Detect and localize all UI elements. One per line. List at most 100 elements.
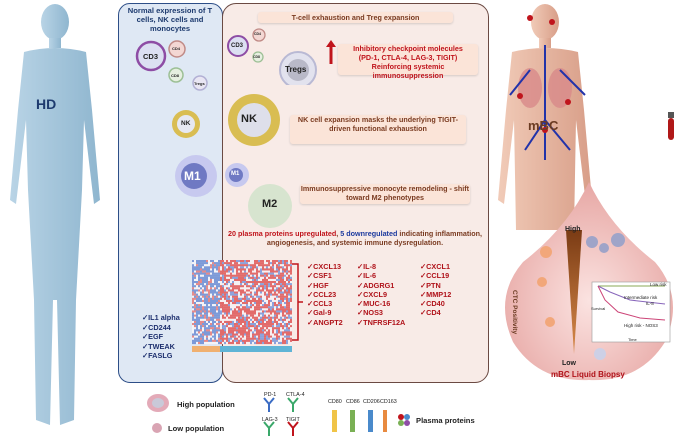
- heatmap-cell: [224, 327, 227, 330]
- heatmap-cell: [250, 272, 253, 275]
- heatmap-cell: [286, 283, 289, 286]
- heatmap-cell: [278, 266, 281, 269]
- heatmap-cell: [274, 329, 277, 332]
- heatmap-cell: [226, 274, 229, 277]
- heatmap-cell: [244, 287, 247, 290]
- heatmap-cell: [262, 314, 265, 317]
- liquid-biopsy-drop: [505, 182, 673, 381]
- heatmap-cell: [272, 276, 275, 279]
- heatmap-cell: [202, 325, 205, 328]
- heatmap-cell: [252, 285, 255, 288]
- heatmap-cell: [254, 266, 257, 269]
- heatmap-cell: [290, 333, 292, 336]
- heatmap-cell: [218, 297, 221, 300]
- heatmap-cell: [242, 341, 245, 345]
- heatmap-cell: [270, 264, 273, 267]
- heatmap-cell: [278, 264, 281, 267]
- heatmap-cell: [226, 302, 229, 305]
- heatmap-cell: [236, 291, 239, 294]
- heatmap-cell: [282, 285, 285, 288]
- heatmap-cell: [226, 293, 229, 296]
- heatmap-cell: [290, 299, 292, 303]
- heatmap-cell: [272, 274, 275, 277]
- heatmap-cell: [284, 314, 287, 317]
- heatmap-cell: [286, 285, 289, 288]
- heatmap-cell: [196, 312, 199, 315]
- heatmap-cell: [240, 314, 243, 317]
- heatmap-cell: [260, 341, 263, 345]
- heatmap-cell: [280, 333, 283, 336]
- heatmap-cell: [290, 278, 292, 282]
- heatmap-cell: [254, 308, 257, 311]
- heatmap-cell: [274, 264, 277, 267]
- heatmap-cell: [288, 262, 291, 265]
- heatmap-cell: [244, 316, 247, 319]
- heatmap-cell: [204, 310, 207, 313]
- heatmap-cell: [288, 323, 291, 326]
- heatmap-cell: [234, 333, 237, 336]
- heatmap-cell: [284, 329, 287, 332]
- heatmap-cell: [256, 270, 259, 273]
- heatmap-cell: [272, 329, 275, 332]
- heatmap-cell: [214, 308, 217, 311]
- heatmap-cell: [268, 314, 271, 317]
- heatmap-cell: [272, 264, 275, 267]
- heatmap-cell: [248, 268, 251, 271]
- heatmap-cell: [200, 264, 203, 267]
- heatmap-cell: [198, 333, 201, 336]
- heatmap-cell: [252, 335, 255, 338]
- heatmap-cell: [286, 329, 289, 332]
- heatmap-cell: [244, 285, 247, 288]
- heatmap-cell: [236, 264, 239, 267]
- heatmap-cell: [208, 260, 211, 263]
- heatmap-cell: [242, 323, 245, 326]
- heatmap-cell: [206, 283, 209, 286]
- hd-m1-cell: [175, 155, 217, 197]
- heatmap-cell: [222, 283, 225, 286]
- high-population-label: High population: [177, 400, 235, 409]
- heatmap-cell: [246, 281, 249, 284]
- heatmap-cell: [196, 264, 199, 267]
- heatmap-cell: [238, 264, 241, 267]
- heatmap-cell: [248, 316, 251, 319]
- heatmap-cell: [206, 333, 209, 336]
- heatmap-cell: [270, 297, 273, 300]
- heatmap-cell: [216, 312, 219, 315]
- heatmap-cell: [210, 325, 213, 328]
- heatmap-cell: [264, 341, 267, 345]
- heatmap-cell: [236, 289, 239, 292]
- heatmap-cell: [202, 289, 205, 292]
- heatmap-cell: [246, 289, 249, 292]
- heatmap-cell: [250, 260, 253, 263]
- heatmap-cell: [212, 304, 215, 307]
- heatmap-cell: [252, 297, 255, 300]
- heatmap-cell: [194, 329, 197, 332]
- heatmap-cell: [272, 333, 275, 336]
- heatmap-cell: [228, 289, 231, 292]
- heatmap-cell: [196, 327, 199, 330]
- heatmap-cell: [224, 272, 227, 275]
- plasma-proteins-label: Plasma proteins: [416, 416, 475, 425]
- heatmap-cell: [270, 278, 273, 282]
- heatmap-bracket: [292, 263, 303, 341]
- heatmap-cell: [216, 278, 219, 282]
- heatmap-cell: [206, 331, 209, 334]
- heatmap-cell: [244, 283, 247, 286]
- heatmap-cell: [200, 268, 203, 271]
- heatmap-cell: [230, 274, 233, 277]
- heatmap-cell: [196, 308, 199, 311]
- heatmap-cell: [244, 291, 247, 294]
- heatmap-cell: [284, 335, 287, 338]
- heatmap-cell: [208, 289, 211, 292]
- heatmap-cell: [276, 268, 279, 271]
- heatmap-cell: [204, 260, 207, 263]
- heatmap-cell: [194, 293, 197, 296]
- heatmap-cell: [252, 299, 255, 303]
- heatmap-cell: [224, 285, 227, 288]
- heatmap-cell: [284, 293, 287, 296]
- heatmap-cell: [266, 281, 269, 284]
- heatmap-cell: [248, 331, 251, 334]
- heatmap-cell: [232, 329, 235, 332]
- heatmap-cell: [194, 312, 197, 315]
- heatmap-cell: [218, 341, 221, 345]
